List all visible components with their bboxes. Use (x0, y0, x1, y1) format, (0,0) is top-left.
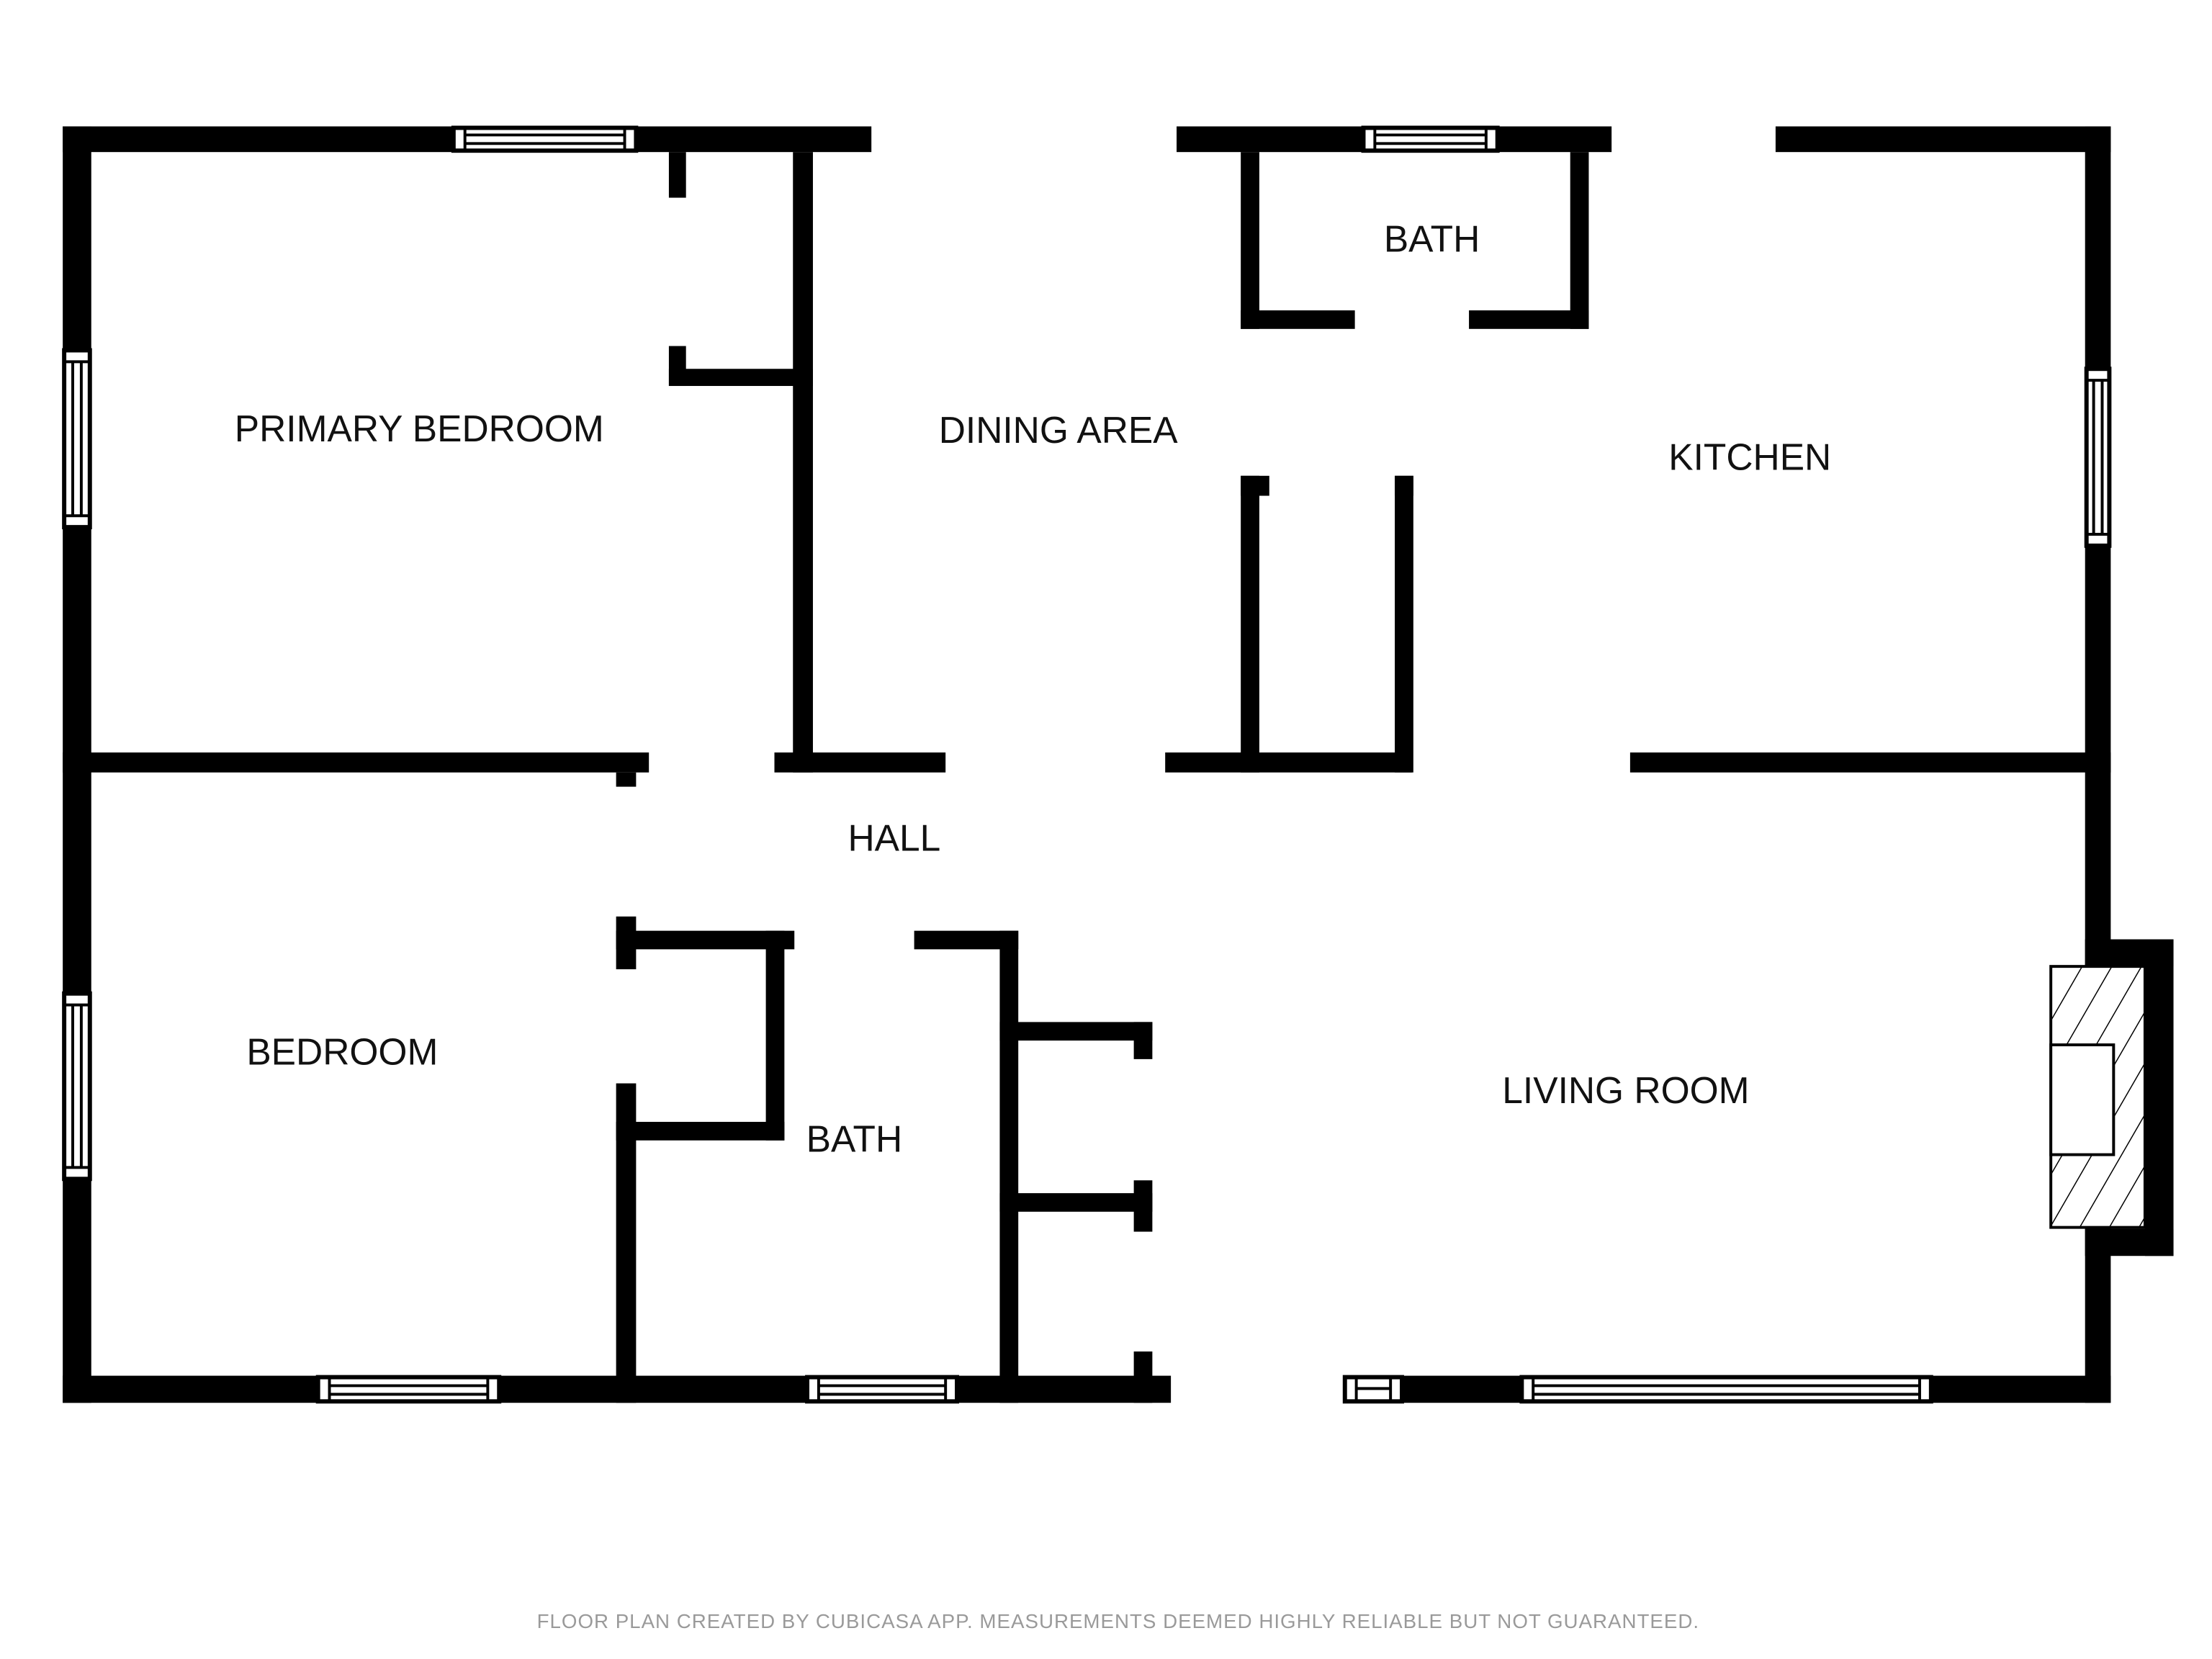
window-primary-bedroom-left (62, 348, 92, 530)
room-label-hall: HALL (848, 817, 940, 858)
interior-walls (63, 152, 2111, 1403)
window-entry-side (1342, 1375, 1404, 1404)
window-bath-top (1361, 125, 1500, 153)
room-label-dining-area: DINING AREA (939, 409, 1179, 451)
window-living-room-bottom (1519, 1375, 1933, 1404)
fireplace (2049, 965, 2146, 1229)
room-label-bath-bottom: BATH (806, 1118, 903, 1159)
footer-disclaimer: FLOOR PLAN CREATED BY CUBICASA APP. MEAS… (537, 1610, 1700, 1632)
room-label-living-room: LIVING ROOM (1502, 1069, 1749, 1111)
window-kitchen-right (2084, 367, 2112, 548)
room-label-kitchen: KITCHEN (1668, 436, 1831, 478)
room-label-primary-bedroom: PRIMARY BEDROOM (235, 408, 604, 449)
windows (62, 125, 2112, 1404)
window-bedroom-bottom (315, 1375, 502, 1404)
room-label-bath-top: BATH (1384, 218, 1480, 260)
room-labels: PRIMARY BEDROOM DINING AREA BATH KITCHEN… (235, 218, 1831, 1160)
room-label-bedroom: BEDROOM (246, 1031, 438, 1073)
window-bedroom-left (62, 991, 92, 1182)
window-bath-bottom (805, 1375, 959, 1404)
exterior-walls (63, 126, 2174, 1403)
window-primary-bedroom-top (451, 125, 639, 153)
